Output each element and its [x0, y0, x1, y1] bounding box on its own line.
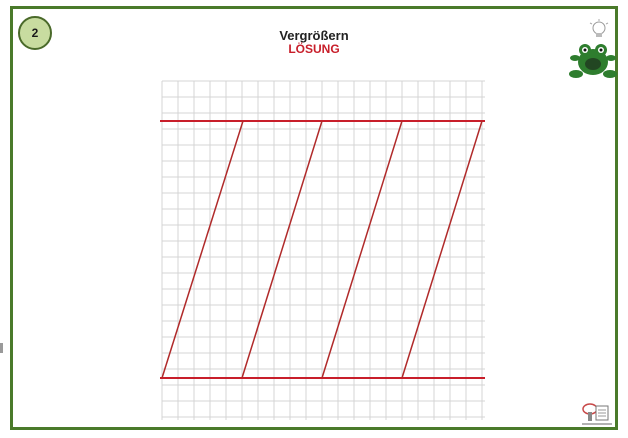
stamp-icon	[582, 403, 612, 425]
slant-line-1	[161, 120, 244, 379]
solution-label: LÖSUNG	[288, 42, 340, 56]
slant-line-3	[321, 120, 403, 379]
lightbulb-icon	[589, 19, 609, 37]
margin-mark	[0, 343, 3, 353]
frog-mascot-icon	[569, 19, 617, 78]
slant-line-2	[241, 120, 323, 379]
task-number: 2	[31, 26, 39, 40]
slant-line-4	[401, 120, 483, 379]
grid-lines	[161, 80, 485, 420]
task-number-badge: 2	[18, 16, 52, 50]
page-title: Vergrößern	[279, 28, 349, 43]
worksheet-card	[10, 6, 618, 430]
solution-figure	[160, 120, 485, 379]
